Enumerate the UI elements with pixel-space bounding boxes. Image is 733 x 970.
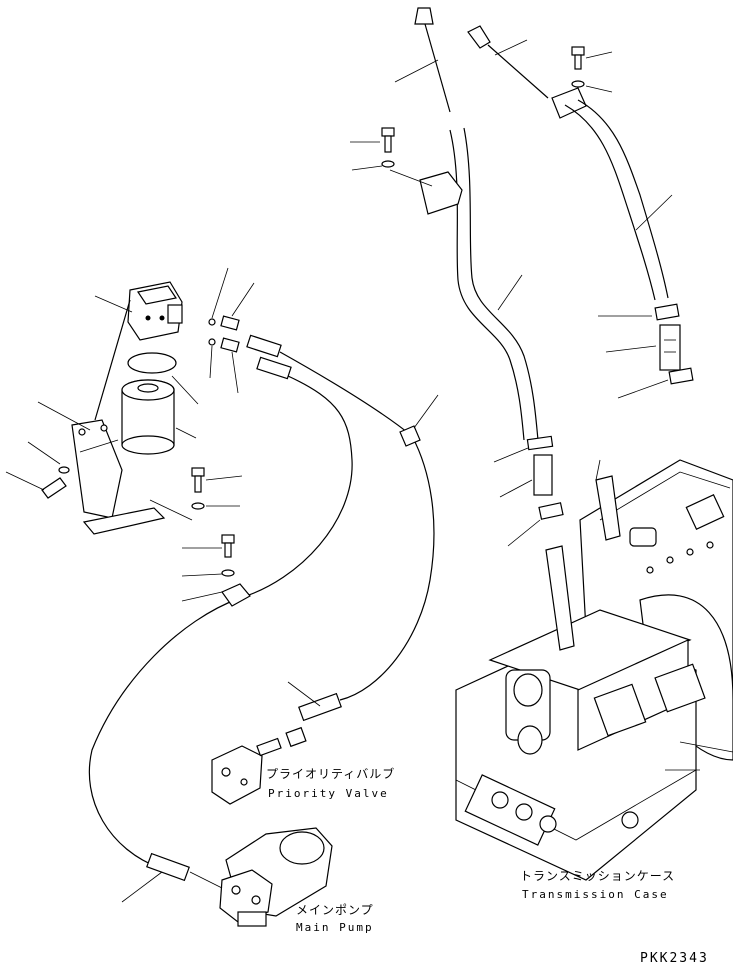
filler-tube-center <box>389 127 539 441</box>
hoses <box>88 334 439 903</box>
dipstick-right <box>467 25 549 99</box>
filter-fittings <box>208 267 255 394</box>
main-pump-label-jp: メインポンプ <box>296 903 374 917</box>
mounting-bracket <box>5 299 166 535</box>
transmission-case-label-jp: トランスミッションケース <box>520 869 675 883</box>
bolt-filler-left <box>350 127 395 171</box>
bolt-top-right <box>571 46 613 93</box>
drawing-code: PKK2343 <box>640 951 709 966</box>
main-pump-label-en: Main Pump <box>296 921 374 934</box>
priority-valve-label-jp: プライオリティバルブ <box>266 766 395 781</box>
filter-assembly <box>94 281 199 455</box>
hose-fittings-right <box>598 303 694 399</box>
hose-fittings-center <box>493 435 564 547</box>
priority-valve-label-en: Priority Valve <box>268 787 389 800</box>
transmission-case-label-en: Transmission Case <box>522 888 669 901</box>
main-pump <box>189 827 333 927</box>
dipstick-left <box>394 7 451 113</box>
bolts-center-left <box>149 467 243 577</box>
filler-tube-right <box>551 87 673 301</box>
transmission-case <box>455 459 733 881</box>
priority-valve <box>211 726 307 805</box>
